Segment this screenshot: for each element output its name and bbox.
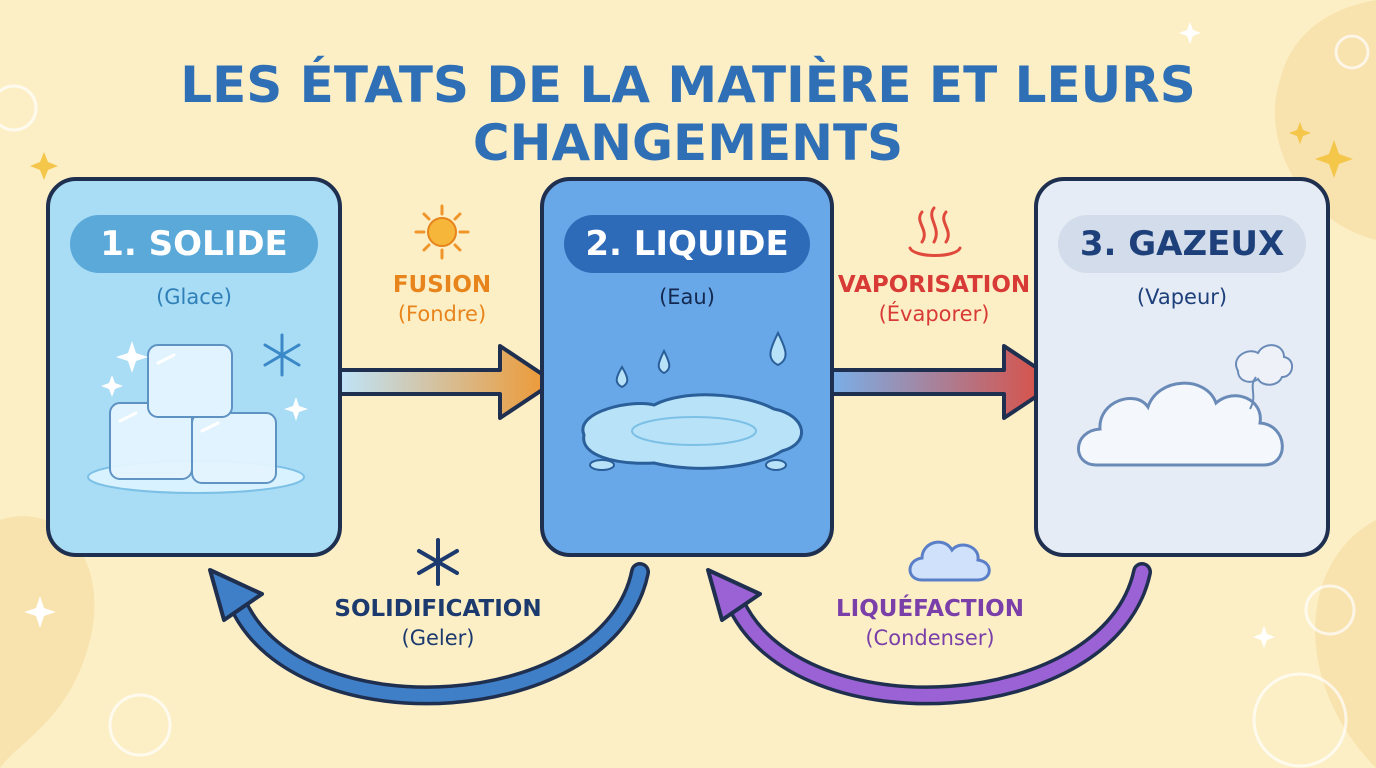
bubble-icon xyxy=(1252,672,1348,768)
state-card-solid: 1. SOLIDE (Glace) xyxy=(46,177,342,557)
ice-cubes-icon xyxy=(87,333,308,494)
bubble-icon xyxy=(108,693,172,757)
sparkle-icon xyxy=(101,375,123,397)
water-drop-icon xyxy=(657,348,671,375)
state-card-liquid: 2. LIQUIDE (Eau) xyxy=(540,177,834,557)
sparkle-icon xyxy=(284,397,308,421)
cloud-icon xyxy=(908,540,991,582)
sun-icon xyxy=(414,204,470,260)
state-example-gas: (Vapeur) xyxy=(1136,285,1228,309)
sparkle-icon xyxy=(30,152,58,180)
bubble-icon xyxy=(1304,584,1356,636)
state-title-solid: 1. SOLIDE xyxy=(70,215,318,273)
heat-waves-icon xyxy=(908,206,962,257)
water-puddle-icon xyxy=(581,330,803,471)
state-example-solid: (Glace) xyxy=(156,285,232,309)
snowflake-icon xyxy=(417,538,459,586)
sparkle-icon xyxy=(1289,122,1311,144)
transition-name-solidification: SOLIDIFICATION xyxy=(334,596,542,622)
page-title: LES ÉTATS DE LA MATIÈRE ET LEURS CHANGEM… xyxy=(180,56,1196,172)
transition-name-liquefaction: LIQUÉFACTION xyxy=(836,596,1024,622)
transition-verb-liquefaction: (Condenser) xyxy=(865,626,995,650)
bubble-icon xyxy=(0,84,38,132)
snowflake-icon xyxy=(263,333,301,377)
steam-cloud-icon xyxy=(1077,344,1293,467)
vaporisation-arrow xyxy=(822,344,1060,420)
bubble-icon xyxy=(1334,34,1370,70)
transition-label-vaporisation: VAPORISATION (Évaporer) xyxy=(836,272,1032,326)
sparkle-icon xyxy=(1253,626,1275,648)
transition-name-vaporisation: VAPORISATION xyxy=(837,272,1031,298)
solidification-arrow xyxy=(208,562,650,706)
liquefaction-arrow xyxy=(706,562,1152,706)
water-drop-icon xyxy=(769,330,787,367)
transition-label-solidification: SOLIDIFICATION (Geler) xyxy=(316,596,560,650)
transition-verb-fusion: (Fondre) xyxy=(397,302,487,326)
sparkle-icon xyxy=(24,596,56,628)
state-card-gas: 3. GAZEUX (Vapeur) xyxy=(1034,177,1330,557)
transition-verb-vaporisation: (Évaporer) xyxy=(878,302,990,326)
state-example-liquid: (Eau) xyxy=(659,285,715,309)
transition-verb-solidification: (Geler) xyxy=(401,626,475,650)
sparkle-icon xyxy=(1315,140,1353,178)
fusion-arrow xyxy=(328,344,556,420)
transition-name-fusion: FUSION xyxy=(392,272,492,298)
state-title-liquid: 2. LIQUIDE xyxy=(564,215,810,273)
sparkle-icon xyxy=(1179,22,1201,44)
water-drop-icon xyxy=(615,365,629,389)
transition-label-liquefaction: LIQUÉFACTION (Condenser) xyxy=(820,596,1040,650)
state-title-gas: 3. GAZEUX xyxy=(1058,215,1306,273)
transition-label-fusion: FUSION (Fondre) xyxy=(352,272,532,326)
sparkle-icon xyxy=(116,341,148,373)
